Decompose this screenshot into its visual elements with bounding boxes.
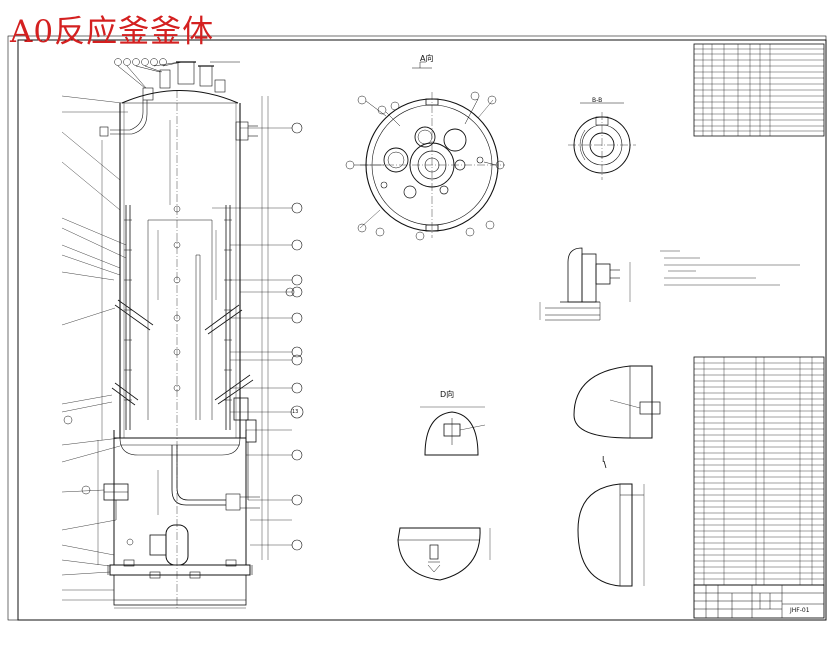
leader-lines-right xyxy=(212,127,292,546)
title-block xyxy=(693,584,825,619)
balloons-right xyxy=(285,122,304,551)
view-d-detail xyxy=(420,406,486,456)
view-b-label: B-B xyxy=(592,97,603,104)
outer-border xyxy=(7,35,827,621)
drawing-number: JHF-01 xyxy=(790,607,810,614)
head-detail-top xyxy=(573,365,661,439)
view-a-balloons xyxy=(345,91,505,241)
head-detail-bottom xyxy=(577,460,645,587)
leader-lines-left xyxy=(61,95,128,601)
technical-notes xyxy=(660,250,800,286)
vessel-front-view xyxy=(99,61,260,610)
view-d-label: D向 xyxy=(440,390,455,399)
drawing-title: A0反应釜釜体 xyxy=(10,14,215,50)
balloons-top xyxy=(114,58,240,89)
balloon-13-label: 13 xyxy=(292,409,299,415)
nozzle-table xyxy=(693,43,825,137)
head-section-detail xyxy=(397,527,491,581)
view-i-label: I xyxy=(602,455,605,464)
view-a-top-view xyxy=(359,61,505,238)
inner-border xyxy=(17,39,827,621)
nozzle-detail xyxy=(539,247,631,321)
balloons-left xyxy=(63,415,134,546)
parts-list-table xyxy=(693,356,825,586)
view-a-label: A向 xyxy=(420,54,434,63)
dimension-lines xyxy=(97,96,269,609)
view-b-section xyxy=(568,102,636,180)
